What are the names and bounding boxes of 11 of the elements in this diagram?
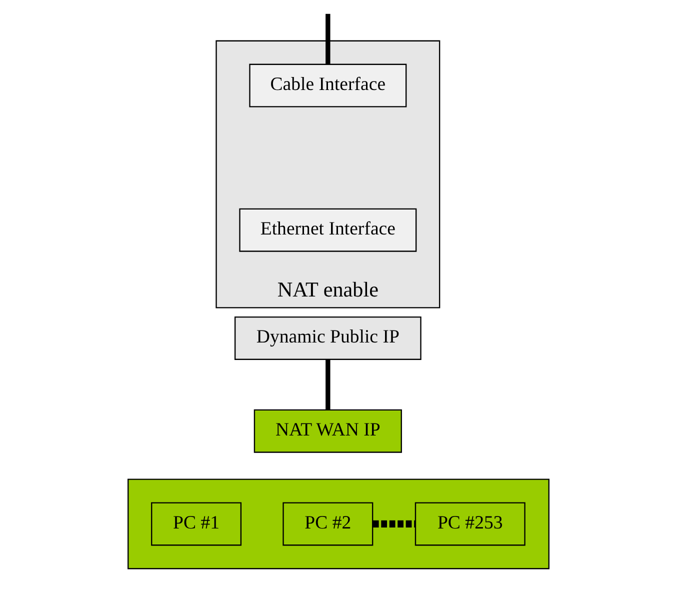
connector — [372, 520, 415, 528]
connector — [325, 360, 330, 410]
node-box: PC #253 — [414, 502, 525, 546]
node-box: Ethernet Interface — [238, 208, 416, 252]
cluster — [127, 478, 549, 570]
node-box: Cable Interface — [248, 64, 406, 108]
node-box: PC #2 — [282, 502, 373, 546]
node-box: PC #1 — [150, 502, 242, 546]
node-box: Dynamic Public IP — [234, 316, 421, 360]
node-box: NAT WAN IP — [253, 409, 402, 453]
connector — [325, 14, 330, 64]
